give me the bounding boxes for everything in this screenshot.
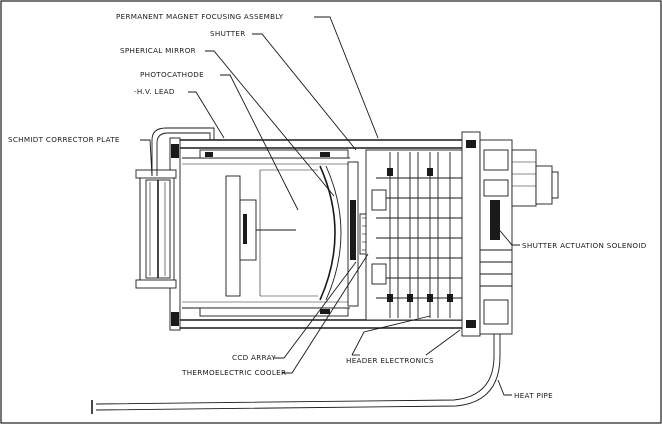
label-shutter-actuation-solenoid: SHUTTER ACTUATION SOLENOID [522, 241, 647, 250]
label-spherical-mirror: SPHERICAL MIRROR [120, 46, 196, 55]
label-photocathode: PHOTOCATHODE [140, 70, 204, 79]
label-shutter: SHUTTER [210, 29, 246, 38]
label-hv-lead: -H.V. LEAD [134, 87, 175, 96]
rear-plate-solenoid [461, 131, 559, 337]
label-permanent-magnet: PERMANENT MAGNET FOCUSING ASSEMBLY [116, 12, 284, 21]
housing [169, 137, 470, 331]
label-ccd-array: CCD ARRAY [232, 353, 276, 362]
label-thermoelectric-cooler: THERMOELECTRIC COOLER [181, 368, 286, 377]
header-electronics-boards [365, 149, 471, 321]
hv-lead-wire [151, 127, 215, 176]
optics-interior [225, 165, 342, 301]
schmidt-corrector-plate-shape [135, 169, 177, 289]
leader-lines [140, 16, 520, 396]
heat-pipe [91, 334, 501, 414]
label-heat-pipe: HEAT PIPE [514, 391, 553, 400]
label-schmidt-corrector-plate: SCHMIDT CORRECTOR PLATE [8, 135, 120, 144]
label-header-electronics: HEADER ELECTRONICS [346, 356, 434, 365]
